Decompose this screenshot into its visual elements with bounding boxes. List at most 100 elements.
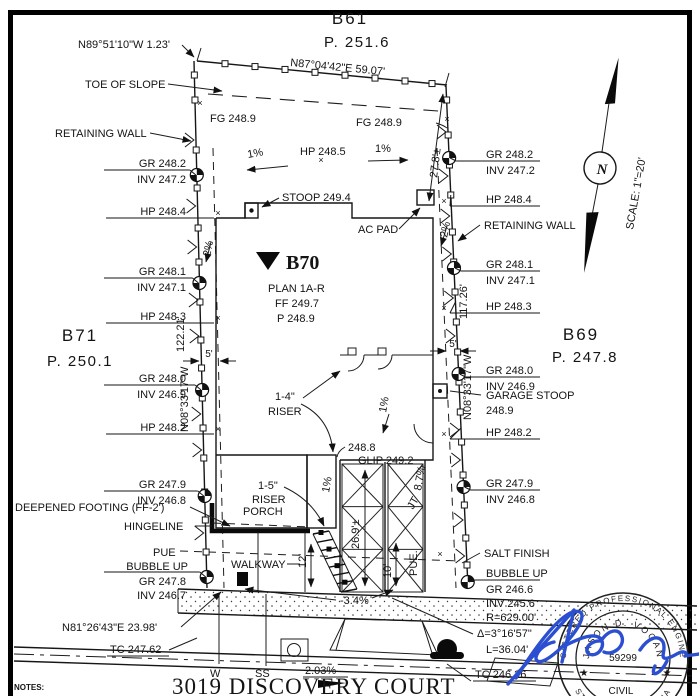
bubble-up-right-label: BUBBLE UP	[486, 568, 548, 580]
fence-post-icon	[194, 224, 202, 232]
stoop-label: STOOP 249.4	[282, 192, 351, 204]
x-hatch	[387, 506, 424, 550]
bearing-right-length: 117.26'	[458, 284, 470, 319]
walkway-label: WALKWAY	[231, 559, 286, 571]
invert-label: INV 246.9	[486, 381, 535, 393]
bearing-left-length: 122.21'	[175, 316, 187, 352]
salt-finish-label: SALT FINISH	[484, 548, 550, 560]
elev-248-8: 248.8	[348, 442, 376, 454]
invert-label: INV 246.7	[137, 590, 186, 602]
bearing-bottom: N81°26'43"E 23.98'	[62, 622, 157, 634]
grade-label: GR 247.8	[139, 576, 186, 588]
pad-label: P 248.9	[277, 313, 315, 325]
invert-label: INV 245.6	[486, 598, 535, 610]
fence-post-icon	[200, 454, 208, 462]
fence-post-icon	[443, 96, 451, 104]
vault-lid-icon	[287, 643, 301, 657]
x-grade-mark: ×	[441, 429, 446, 439]
grade-label: GR 248.1	[486, 259, 533, 271]
bearing-top-left: N89°51'10"W 1.23'	[78, 39, 170, 51]
dimensions	[183, 93, 476, 588]
fence-post-icon	[281, 65, 289, 73]
invert-label: INV 247.1	[137, 282, 186, 294]
fence-post-icon	[199, 424, 207, 432]
seal-number: 59299	[609, 653, 637, 664]
street-utilities	[218, 572, 464, 666]
garage-stoop-label-1: GARAGE STOOP	[486, 390, 574, 402]
retaining-wall-mark	[188, 292, 199, 308]
deepened-footing-label: DEEPENED FOOTING (FF-2')	[15, 502, 164, 514]
fence-post-icon	[198, 364, 206, 372]
ac-pad-label: AC PAD	[358, 224, 398, 236]
north-arrow: N SCALE: 1"=20'	[583, 57, 649, 273]
fence-post-icon	[251, 63, 259, 71]
grade-label: GR 247.9	[486, 478, 533, 490]
retaining-wall-mark	[443, 290, 455, 306]
pue-drive-label: PUE.	[408, 550, 420, 576]
x-grade-mark: ×	[197, 98, 202, 108]
x-hatch	[387, 463, 424, 507]
grade-label: GR 247.9	[139, 479, 186, 491]
retaining-wall-mark	[192, 442, 203, 458]
grade-label: GR 248.2	[139, 158, 186, 170]
x-grade-mark: ×	[215, 313, 220, 323]
setback-dim-right: 5'	[449, 339, 457, 350]
porch-label: PORCH	[243, 506, 283, 518]
depth-dim: 27.8'±	[428, 148, 444, 179]
bubble-up-left-label: BUBBLE UP	[126, 561, 188, 573]
fence-post-icon	[197, 336, 205, 344]
high-point-label: HP 248.3	[140, 311, 186, 323]
curve-length: L=36.04'	[486, 644, 528, 656]
invert-label: INV 246.8	[137, 495, 186, 507]
garage-stoop	[432, 383, 448, 399]
north-n: N	[596, 162, 609, 178]
parcel-right-pad: P. 247.8	[552, 349, 618, 366]
fence-post-icon	[451, 288, 459, 296]
walk-slope-label: -3.4%	[340, 595, 369, 607]
fence-post-icon	[193, 184, 201, 192]
parcel-top-name: B61	[332, 9, 368, 28]
slope-arrow-icon	[318, 680, 346, 688]
fire-hydrant-icon	[430, 639, 464, 659]
x-grade-mark: ×	[318, 155, 323, 165]
high-point-label: HP 248.2	[486, 427, 532, 439]
fence-post-icon	[202, 548, 210, 556]
invert-label: INV 247.2	[137, 174, 186, 186]
curve-radius: R=629.00'	[486, 612, 536, 624]
seal-star-right-icon: ★	[663, 668, 672, 679]
fence-post-icon	[460, 501, 468, 509]
x-grade-mark: ×	[441, 196, 446, 206]
fence-post-icon	[448, 228, 456, 236]
invert-label: INV 247.1	[486, 275, 535, 287]
stair-tread	[332, 571, 350, 577]
x-grade-mark: ×	[215, 424, 220, 434]
retaining-wall-mark	[187, 239, 198, 255]
bearing-left: N08°33'17"W	[179, 366, 191, 432]
sewer-label: SS	[255, 668, 270, 680]
toe-of-slope-line	[207, 93, 439, 112]
parcel-top-pad: P. 251.6	[324, 34, 390, 51]
retaining-wall-mark	[194, 525, 205, 541]
high-point-label: HP 248.4	[140, 206, 186, 218]
pue-line	[179, 550, 461, 562]
x-grade-mark: ×	[215, 208, 220, 218]
stair-flight	[312, 530, 358, 593]
fence-post-icon	[311, 68, 319, 76]
ff-label: FF 249.7	[275, 298, 319, 310]
invert-label: INV 247.2	[486, 165, 535, 177]
signature-ink	[506, 608, 699, 686]
parcel-left-name: B71	[62, 326, 98, 345]
invert-label: INV 246.9	[137, 389, 186, 401]
seal-star-left-icon: ★	[580, 668, 589, 679]
high-point-label: HP 248.2	[140, 422, 186, 434]
retaining-wall-mark	[189, 328, 200, 344]
grade-label: GR 248.0	[486, 365, 533, 377]
street-slope-label: 2.03%	[305, 665, 336, 677]
water-meter-icon	[237, 572, 248, 586]
fence-post-icon	[463, 561, 471, 569]
drive-dim-10: 10'	[382, 564, 394, 578]
curve-delta: Δ=3°16'57"	[477, 628, 532, 640]
riser14-label-1: 1-4"	[275, 391, 295, 403]
